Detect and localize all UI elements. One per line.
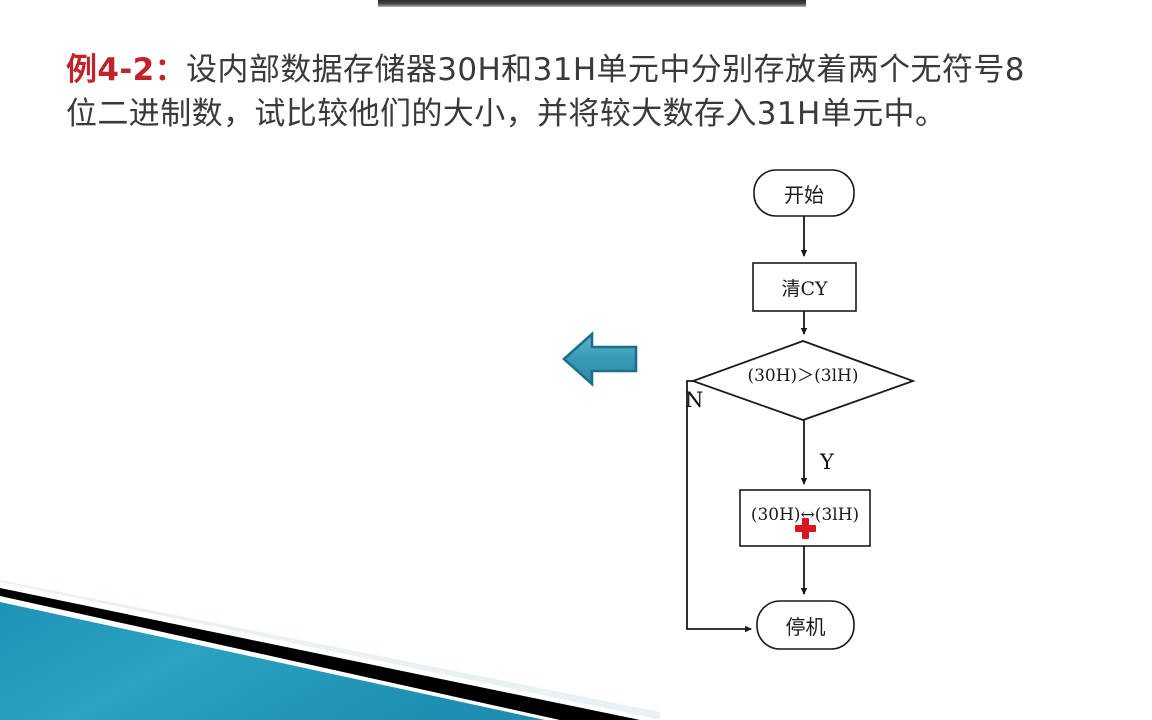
flow-node-start-label: 开始	[784, 182, 824, 207]
left-arrow-callout-icon	[562, 331, 638, 387]
branch-label-yes: Y	[820, 450, 834, 474]
example-number-label: 例4-2：	[66, 52, 187, 88]
flow-node-stop-label: 停机	[785, 614, 826, 639]
branch-label-no: N	[685, 388, 704, 412]
top-decoration-bar	[378, 0, 806, 7]
flow-node-clearcy-label: 清CY	[781, 277, 828, 300]
flow-node-compare-label: (30H)＞(3lH)	[747, 365, 859, 386]
example-text-line-1: 设内部数据存储器30H和31H单元中分别存放着两个无符号8	[186, 52, 1025, 88]
example-paragraph: 例4-2：设内部数据存储器30H和31H单元中分别存放着两个无符号8 位二进制数…	[66, 48, 1106, 136]
flow-edge-compare-no	[686, 380, 752, 633]
flow-node-stop	[756, 600, 855, 650]
red-cross-icon	[795, 518, 816, 539]
flow-node-compare	[690, 340, 916, 421]
flow-node-swap-label: (30H)↔(3lH)	[750, 505, 860, 525]
example-text-line-2: 位二进制数，试比较他们的大小，并将较大数存入31H单元中。	[66, 96, 947, 132]
